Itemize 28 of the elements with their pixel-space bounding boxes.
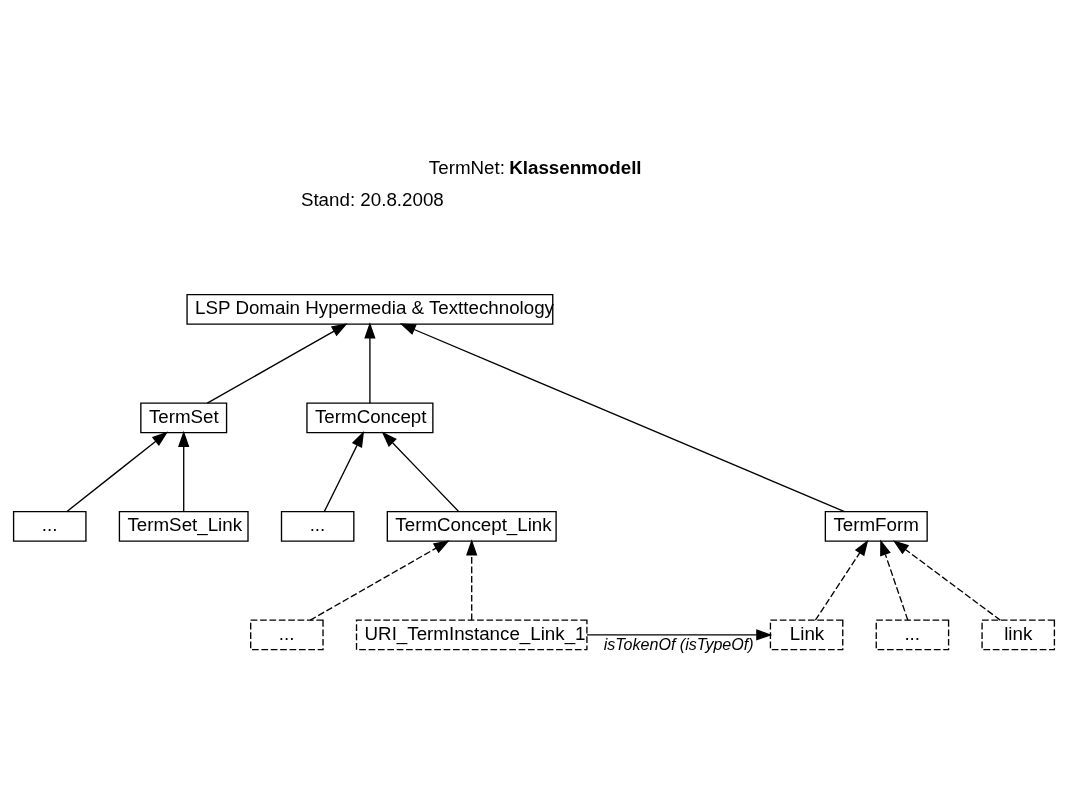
arrow bbox=[399, 322, 846, 512]
arrow bbox=[586, 628, 773, 641]
arrow bbox=[323, 430, 365, 512]
arrow bbox=[880, 538, 909, 621]
arrow bbox=[892, 539, 1001, 621]
edge-label: isTokenOf (isTypeOf) bbox=[603, 634, 754, 653]
node-box: ... bbox=[12, 510, 87, 542]
node-box: ... bbox=[250, 619, 324, 650]
node-box: URI_TermInstance_Link_1 bbox=[355, 619, 588, 650]
node-box: TermForm bbox=[824, 510, 928, 542]
arrow bbox=[66, 431, 169, 512]
arrow bbox=[309, 539, 450, 621]
node-box: ... bbox=[280, 510, 355, 542]
node-box: TermConcept bbox=[306, 402, 434, 433]
label: Stand: 20.8.2008 bbox=[300, 188, 444, 210]
arrow bbox=[381, 430, 460, 512]
arrow bbox=[466, 538, 478, 621]
node-box: TermConcept_Link bbox=[386, 510, 557, 542]
node-box: link bbox=[981, 619, 1056, 650]
arrow bbox=[814, 539, 869, 621]
node-box: TermSet_Link bbox=[118, 510, 249, 542]
node-box: Link bbox=[769, 619, 844, 650]
node-box: ... bbox=[875, 619, 950, 650]
diagram-title: TermNet: Klassenmodell bbox=[428, 156, 642, 178]
node-box: TermSet bbox=[140, 402, 228, 433]
arrow bbox=[178, 430, 190, 512]
arrow bbox=[206, 322, 348, 404]
arrow bbox=[364, 321, 376, 404]
